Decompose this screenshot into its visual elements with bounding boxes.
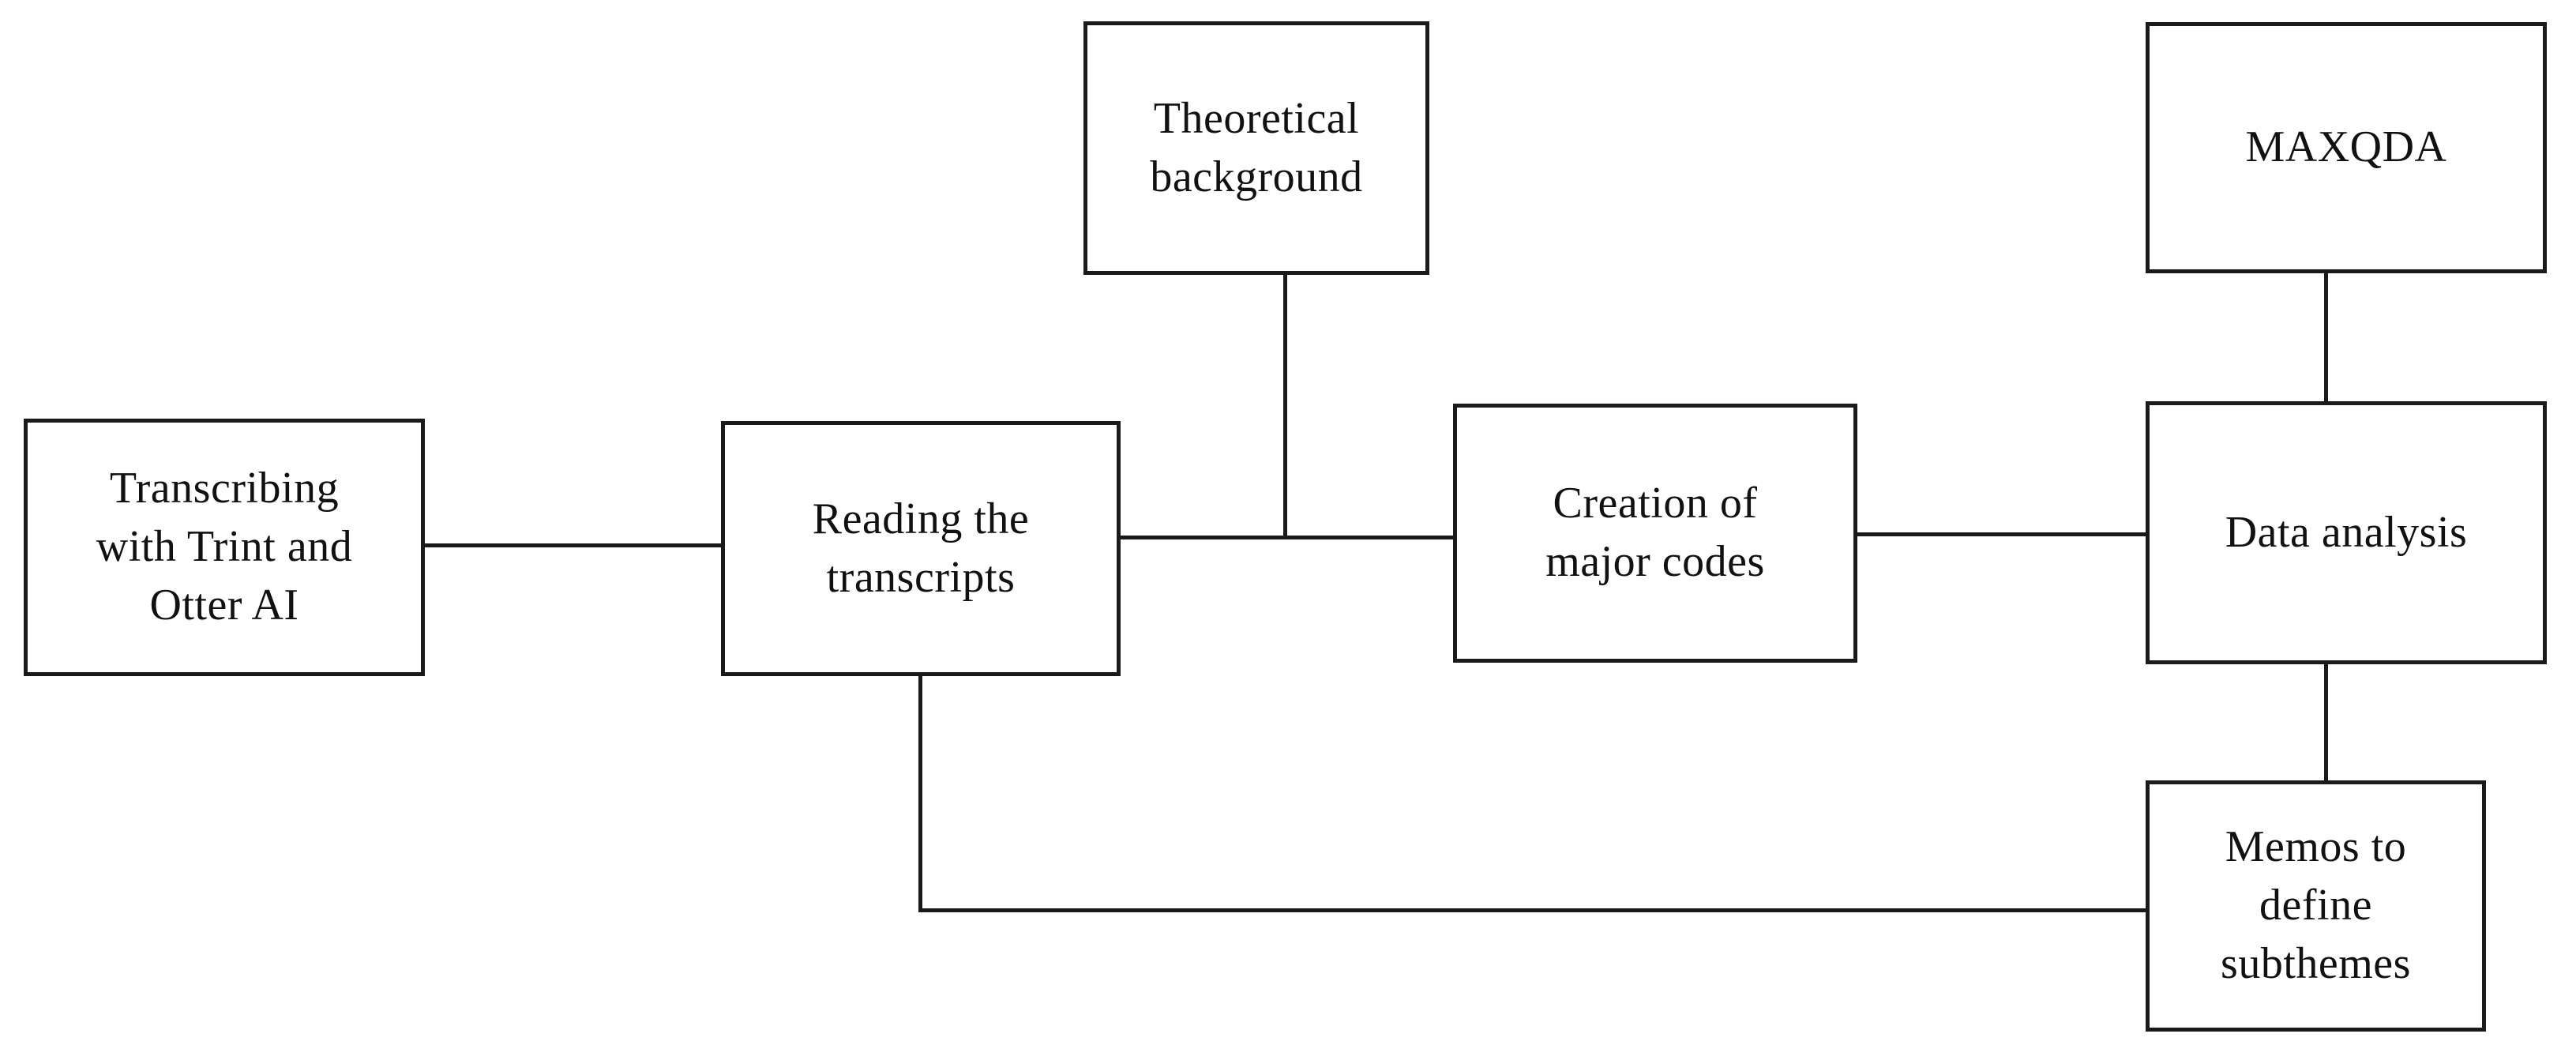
node-creation-major-codes[interactable]: Creation of major codes (1453, 404, 1857, 663)
node-maxqda[interactable]: MAXQDA (2146, 22, 2547, 273)
node-reading-transcripts[interactable]: Reading the transcripts (721, 421, 1121, 676)
node-memos-define-subthemes[interactable]: Memos to define subthemes (2146, 780, 2486, 1032)
node-maxqda-label: MAXQDA (2245, 122, 2447, 172)
connector-maxqda-to-data-analysis (2324, 272, 2328, 403)
node-memos-define-subthemes-label: Memos to define subthemes (2221, 822, 2411, 988)
connector-creation-to-data-analysis (1855, 532, 2147, 536)
node-data-analysis-label: Data analysis (2225, 507, 2468, 557)
node-theoretical-background-label: Theoretical background (1150, 93, 1363, 201)
node-theoretical-background[interactable]: Theoretical background (1083, 21, 1429, 275)
node-data-analysis[interactable]: Data analysis (2146, 401, 2547, 664)
node-reading-transcripts-label: Reading the transcripts (812, 494, 1030, 602)
connector-reading-drop-vertical (918, 674, 922, 912)
connector-data-analysis-to-memos (2324, 662, 2328, 782)
node-creation-major-codes-label: Creation of major codes (1545, 479, 1765, 586)
connector-theoretical-to-main-line (1283, 273, 1287, 539)
connector-transcribing-to-reading (422, 543, 723, 547)
connector-memos-return-horizontal (918, 908, 2149, 912)
node-transcribing-label: Transcribing with Trint and Otter AI (96, 464, 353, 630)
node-transcribing[interactable]: Transcribing with Trint and Otter AI (24, 419, 425, 676)
